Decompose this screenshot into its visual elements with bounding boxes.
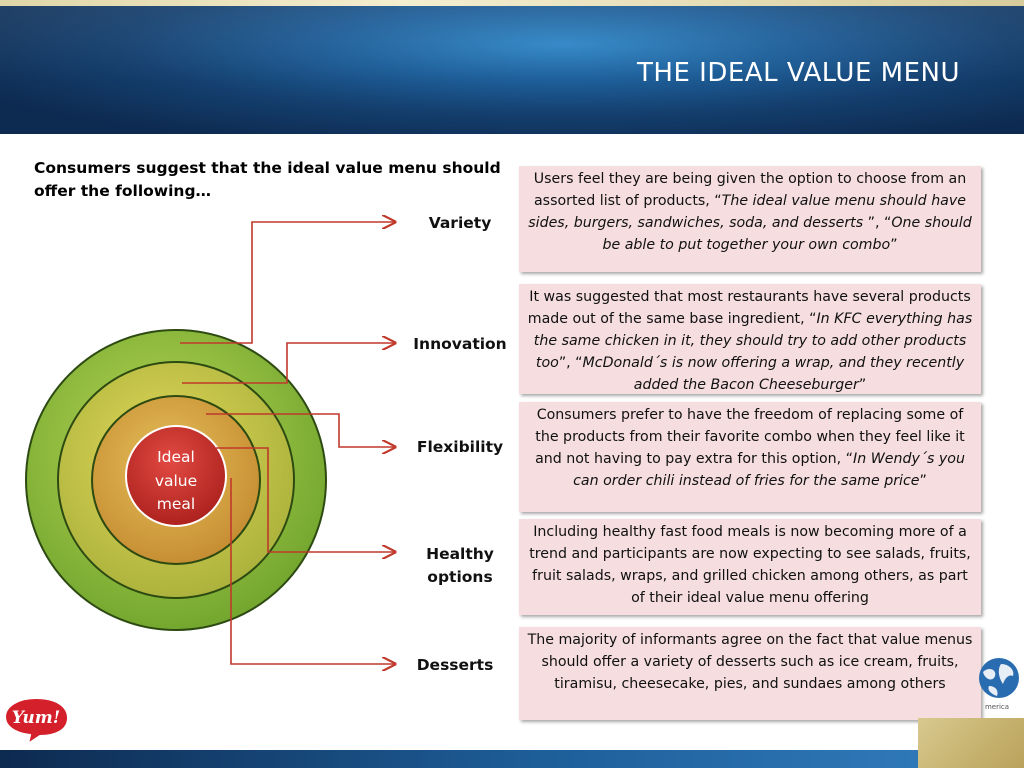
yum-logo-text: Yum!: [12, 708, 60, 728]
intro-text: Consumers suggest that the ideal value m…: [34, 159, 501, 200]
category-healthy-options: Healthy options: [414, 543, 506, 589]
category-desserts: Desserts: [416, 656, 494, 674]
connector-flexibility: [206, 413, 395, 447]
box-text: ”: [919, 473, 927, 489]
box-text: ”: [858, 377, 867, 393]
box-quote: One should be able to put together your …: [602, 215, 972, 253]
description-box-healthy: Including healthy fast food meals is now…: [519, 519, 981, 615]
category-healthy-line-1: Healthy: [426, 545, 494, 563]
box-text: The majority of informants agree on the …: [527, 632, 973, 692]
core-label-line-1: Ideal: [157, 448, 195, 466]
category-variety: Variety: [428, 214, 492, 232]
slide-title: THE IDEAL VALUE MENU: [637, 58, 960, 88]
box-quote: In KFC everything has the same chicken i…: [533, 311, 973, 371]
globe-logo: merica: [979, 658, 1019, 711]
box-text: ”, “: [867, 215, 892, 231]
header-gloss: [0, 6, 1024, 134]
top-accent-line: [0, 0, 1024, 6]
connector-innovation: [182, 343, 395, 384]
ring-core: [125, 425, 227, 527]
description-box-innovation: It was suggested that most restaurants h…: [519, 284, 981, 394]
description-box-desserts: The majority of informants agree on the …: [519, 627, 981, 720]
core-label-line-2: value: [154, 471, 198, 490]
category-flexibility: Flexibility: [416, 438, 504, 456]
box-quote: McDonald´s is now offering a wrap, and t…: [582, 355, 965, 393]
core-label: Ideal value meal: [141, 446, 211, 517]
box-text: ”, “: [558, 355, 583, 371]
core-label-line-3: meal: [156, 495, 196, 513]
connector-healthy: [216, 447, 395, 552]
box-text: Consumers prefer to have the freedom of …: [535, 407, 965, 467]
footer-bar: [0, 750, 918, 768]
connector-desserts: [230, 478, 395, 664]
box-text: Users feel they are being given the opti…: [533, 171, 967, 209]
category-healthy-line-2: options: [427, 568, 493, 586]
connector-lines: [180, 222, 395, 664]
box-text: Including healthy fast food meals is now…: [529, 524, 971, 606]
box-quote: The ideal value menu should have sides, …: [528, 193, 967, 231]
slide-header: THE IDEAL VALUE MENU: [0, 6, 1024, 134]
globe-logo-text: merica: [985, 703, 1009, 711]
description-box-flexibility: Consumers prefer to have the freedom of …: [519, 402, 981, 512]
box-quote: In Wendy´s you can order chili instead o…: [573, 451, 965, 489]
connector-variety: [180, 222, 395, 344]
category-innovation: Innovation: [413, 335, 507, 353]
footer-gold-block: [918, 718, 1024, 768]
yum-logo: Yum!: [3, 696, 70, 746]
description-box-variety: Users feel they are being given the opti…: [519, 166, 981, 272]
box-text: It was suggested that most restaurants h…: [527, 289, 971, 327]
box-text: ”: [890, 237, 898, 253]
